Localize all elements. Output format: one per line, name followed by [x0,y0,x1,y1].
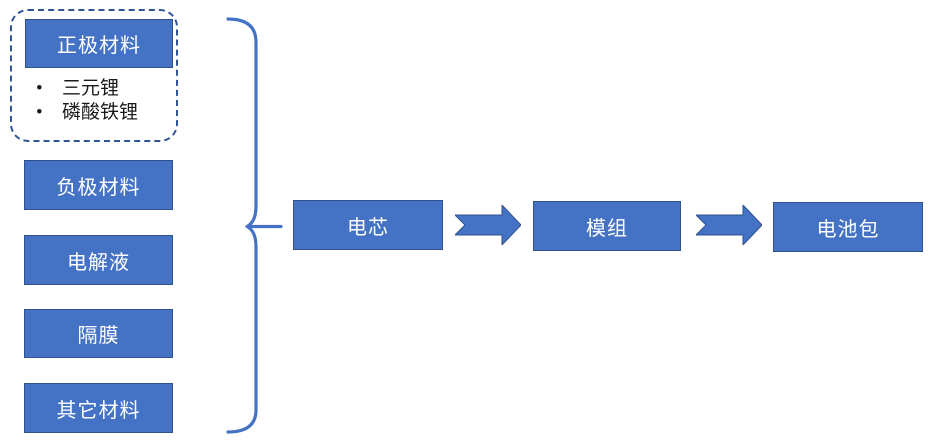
node-module: 模组 [533,201,681,251]
bullet-icon: • [36,102,43,123]
node-other-materials: 其它材料 [24,383,173,433]
flow-arrow-icon [696,205,762,245]
node-cell: 电芯 [293,200,443,250]
cathode-material-group [10,9,178,142]
node-cathode-material: 正极材料 [25,19,173,68]
node-electrolyte: 电解液 [24,235,173,285]
cathode-bullet-list: • 三元锂 • 磷酸铁锂 [30,77,175,125]
node-battery-pack: 电池包 [773,202,923,252]
list-item: • 磷酸铁锂 [30,101,175,125]
node-anode-material: 负极材料 [24,160,173,210]
bullet-label: 三元锂 [62,78,120,99]
list-item: • 三元锂 [30,77,175,101]
flow-arrow-icon [455,205,521,245]
node-separator: 隔膜 [24,309,173,358]
bullet-label: 磷酸铁锂 [62,102,139,123]
bullet-icon: • [36,78,43,99]
